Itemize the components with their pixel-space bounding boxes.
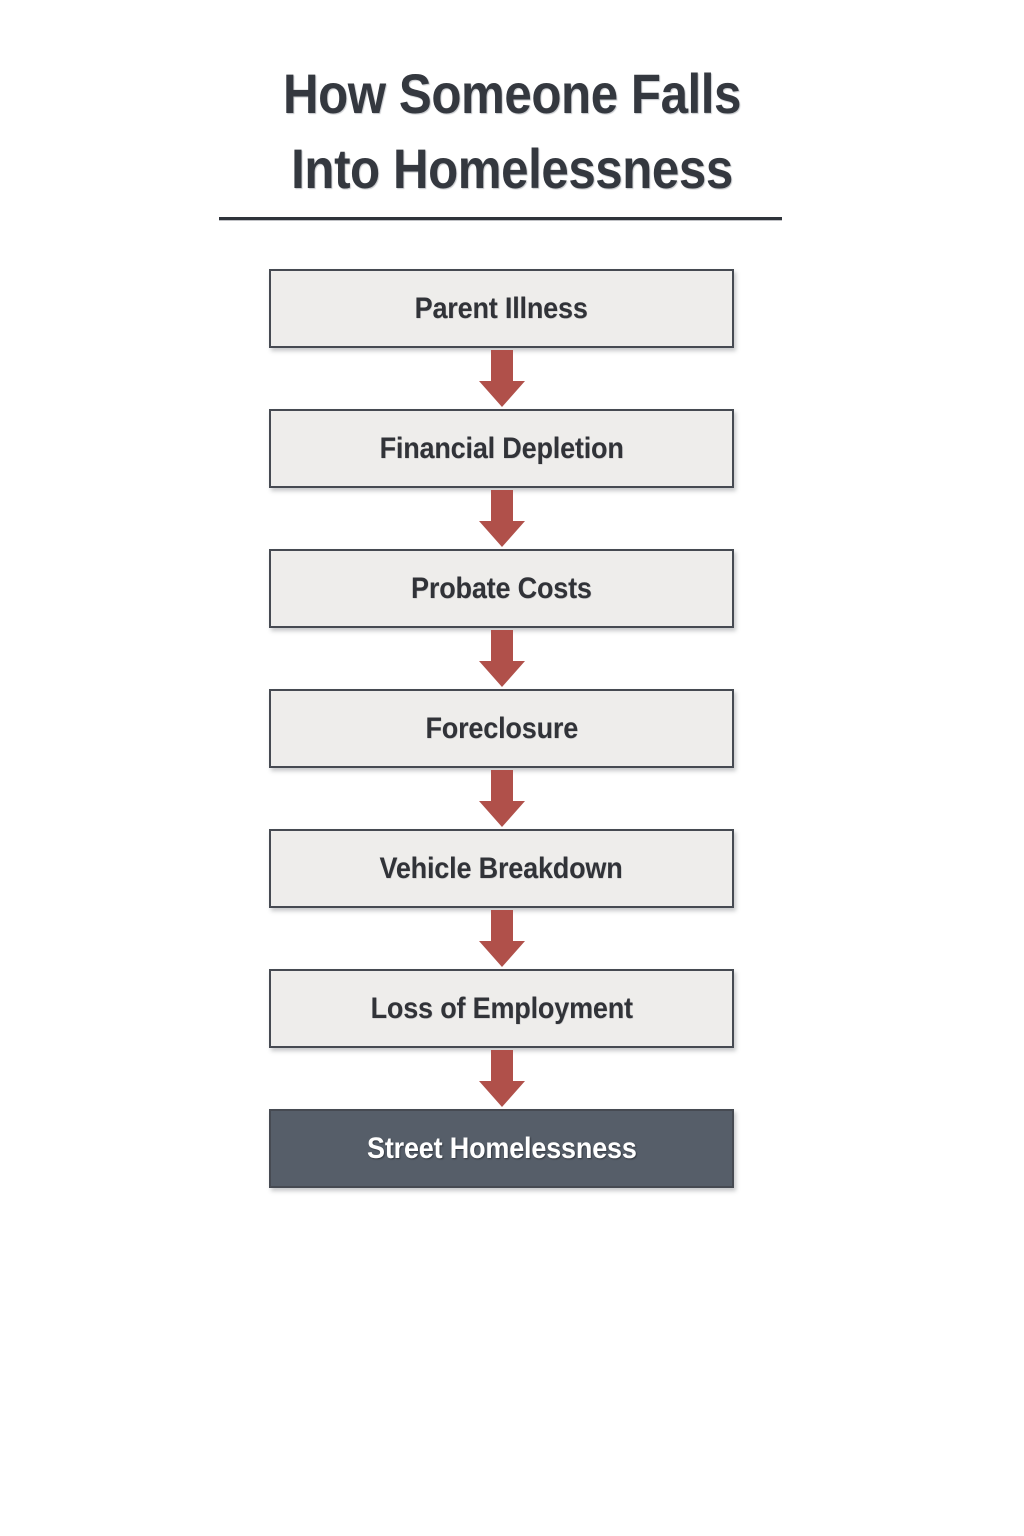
flow-connector-3 xyxy=(269,628,734,689)
flow-step-3: Probate Costs xyxy=(269,549,734,628)
flow-node-label: Loss of Employment xyxy=(370,991,633,1025)
flow-step-5: Vehicle Breakdown xyxy=(269,829,734,908)
flow-step-6: Loss of Employment xyxy=(269,969,734,1048)
flow-step-1: Parent Illness xyxy=(269,269,734,348)
flow-connector-6 xyxy=(269,1048,734,1109)
title-divider-rule xyxy=(219,217,782,220)
flow-node-probate-costs[interactable]: Probate Costs xyxy=(269,549,734,628)
down-arrow-icon xyxy=(478,770,525,827)
down-arrow-icon xyxy=(478,630,525,687)
flow-node-vehicle-breakdown[interactable]: Vehicle Breakdown xyxy=(269,829,734,908)
flow-step-2: Financial Depletion xyxy=(269,409,734,488)
flow-node-label: Vehicle Breakdown xyxy=(379,851,624,885)
flow-node-label: Foreclosure xyxy=(425,711,578,745)
page-title: How Someone Falls Into Homelessness xyxy=(0,56,1024,206)
flow-node-label: Street Homelessness xyxy=(366,1131,637,1165)
down-arrow-icon xyxy=(478,910,525,967)
flowchart-container: Parent Illness Financial Depletion Proba… xyxy=(269,269,734,1188)
flow-node-label: Financial Depletion xyxy=(379,431,624,465)
down-arrow-icon xyxy=(478,350,525,407)
page-title-line-1: How Someone Falls xyxy=(282,62,742,125)
flow-node-parent-illness[interactable]: Parent Illness xyxy=(269,269,734,348)
down-arrow-icon xyxy=(478,490,525,547)
flow-step-7: Street Homelessness xyxy=(269,1109,734,1188)
flow-connector-5 xyxy=(269,908,734,969)
flow-node-loss-of-employment[interactable]: Loss of Employment xyxy=(269,969,734,1048)
flow-connector-4 xyxy=(269,768,734,829)
flow-connector-2 xyxy=(269,488,734,549)
flow-connector-1 xyxy=(269,348,734,409)
flow-step-4: Foreclosure xyxy=(269,689,734,768)
flow-node-label: Parent Illness xyxy=(414,291,589,325)
flow-node-financial-depletion[interactable]: Financial Depletion xyxy=(269,409,734,488)
page-title-line-2: Into Homelessness xyxy=(291,137,733,201)
flow-node-street-homelessness[interactable]: Street Homelessness xyxy=(269,1109,734,1188)
down-arrow-icon xyxy=(478,1050,525,1107)
flow-node-label: Probate Costs xyxy=(411,571,592,605)
flow-node-foreclosure[interactable]: Foreclosure xyxy=(269,689,734,768)
